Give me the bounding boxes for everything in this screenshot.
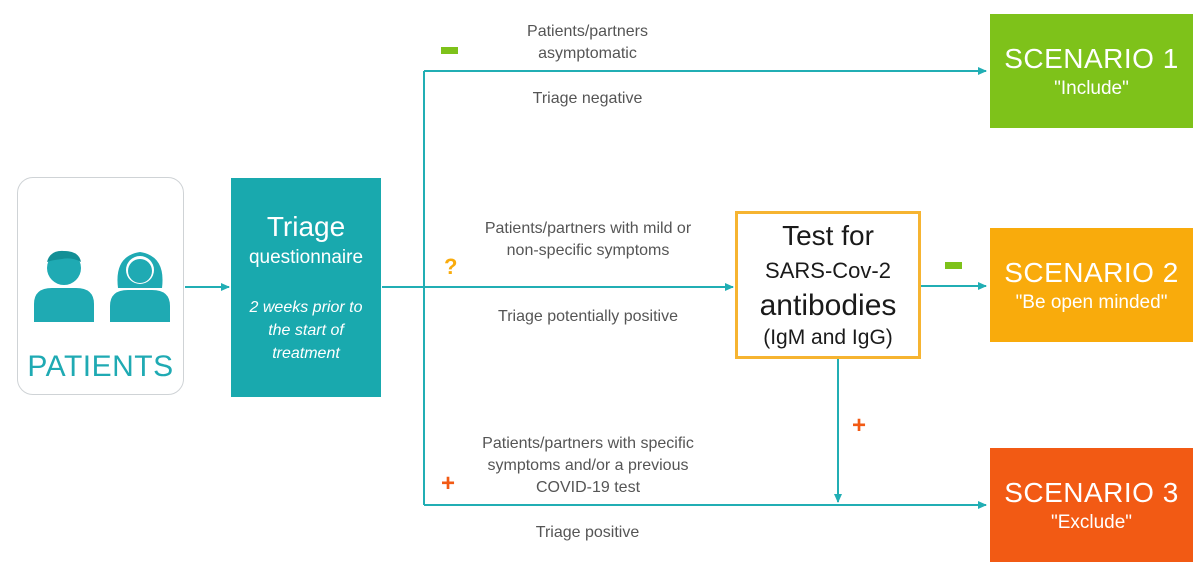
scenario-1-box: SCENARIO 1 "Include" xyxy=(990,14,1193,128)
bottom-path-positive-symbol: + xyxy=(441,470,456,497)
middle-path-label: Patients/partners with mild or non-speci… xyxy=(484,220,692,259)
test-positive-symbol: + xyxy=(852,412,867,439)
test-title-line1: Test for xyxy=(782,220,874,251)
triage-timing-note: 2 weeks prior to the start of treatment xyxy=(249,299,363,362)
scenario-3-title: SCENARIO 3 xyxy=(1004,477,1179,508)
scenario-2-box: SCENARIO 2 "Be open minded" xyxy=(990,228,1193,342)
middle-path-result: Triage potentially positive xyxy=(498,308,678,325)
scenario-3-box: SCENARIO 3 "Exclude" xyxy=(990,448,1193,562)
bottom-path-result: Triage positive xyxy=(535,524,640,541)
scenario-2-subtitle: "Be open minded" xyxy=(1015,292,1168,313)
scenario-3-subtitle: "Exclude" xyxy=(1050,512,1133,533)
test-negative-symbol xyxy=(945,262,962,269)
test-title-line4: (IgM and IgG) xyxy=(763,326,893,349)
scenario-1-title: SCENARIO 1 xyxy=(1004,43,1179,74)
middle-path-question-symbol: ? xyxy=(444,254,458,279)
top-path-result: Triage negative xyxy=(532,90,643,107)
triage-subtitle: questionnaire xyxy=(248,247,364,268)
male-patient-icon xyxy=(34,250,94,322)
triage-questionnaire-box: Triage questionnaire 2 weeks prior to th… xyxy=(231,178,381,397)
test-title-line3: antibodies xyxy=(759,289,897,322)
test-title-line2: SARS-Cov-2 xyxy=(765,258,891,283)
patients-label: PATIENTS xyxy=(27,350,174,383)
female-patient-icon xyxy=(110,252,170,322)
scenario-1-subtitle: "Include" xyxy=(1054,78,1129,99)
top-path-negative-symbol xyxy=(441,47,458,54)
antibody-test-box: Test for SARS-Cov-2 antibodies (IgM and … xyxy=(735,211,921,359)
bottom-path-label: Patients/partners with specific symptoms… xyxy=(482,435,694,496)
triage-title: Triage xyxy=(266,211,346,242)
scenario-2-title: SCENARIO 2 xyxy=(1004,257,1179,288)
top-path-label: Patients/partners asymptomatic xyxy=(527,23,648,62)
